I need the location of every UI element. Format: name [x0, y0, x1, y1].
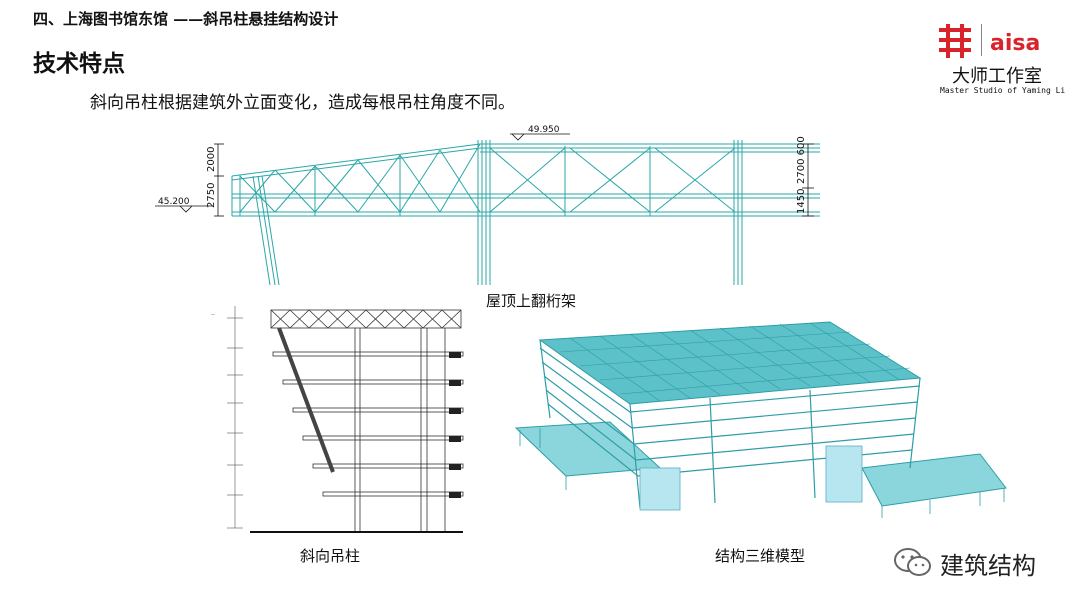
wechat-icon [894, 548, 931, 576]
section-caption: 斜向吊柱 [300, 547, 361, 565]
studio-name-en: Master Studio of Yaming Li [940, 86, 1066, 95]
tick-1: — [211, 312, 215, 317]
section-title: 四、上海图书馆东馆 ——斜吊柱悬挂结构设计 [33, 10, 339, 28]
studio-name: 大师工作室 [952, 66, 1042, 87]
page-title: 技术特点 [33, 50, 125, 77]
truss-caption: 屋顶上翻桁架 [486, 292, 577, 310]
watermark-text: 建筑结构 [940, 552, 1036, 580]
elevation-left: 45.200 [158, 197, 190, 207]
model-caption: 结构三维模型 [715, 547, 806, 565]
description-text: 斜向吊柱根据建筑外立面变化，造成每根吊柱角度不同。 [90, 93, 515, 113]
dim-right-upper: 2700 600 [796, 136, 807, 184]
logo-brand-text: aisa [990, 31, 1040, 56]
dim-left-lower: 2750 [206, 183, 217, 208]
logo-mark-icon [939, 24, 971, 58]
structure-3d-model [514, 321, 1007, 518]
dim-right-lower: 1450 [796, 189, 807, 214]
dim-left-upper: 2000 [206, 147, 217, 172]
truss-elevation-drawing: 49.950 45.200 2000 2750 2700 600 1450 [155, 125, 820, 286]
studio-logo: aisa [939, 24, 1040, 58]
inclined-hanger [277, 327, 335, 473]
section-drawing: — [211, 306, 464, 533]
elevation-top: 49.950 [528, 125, 560, 135]
